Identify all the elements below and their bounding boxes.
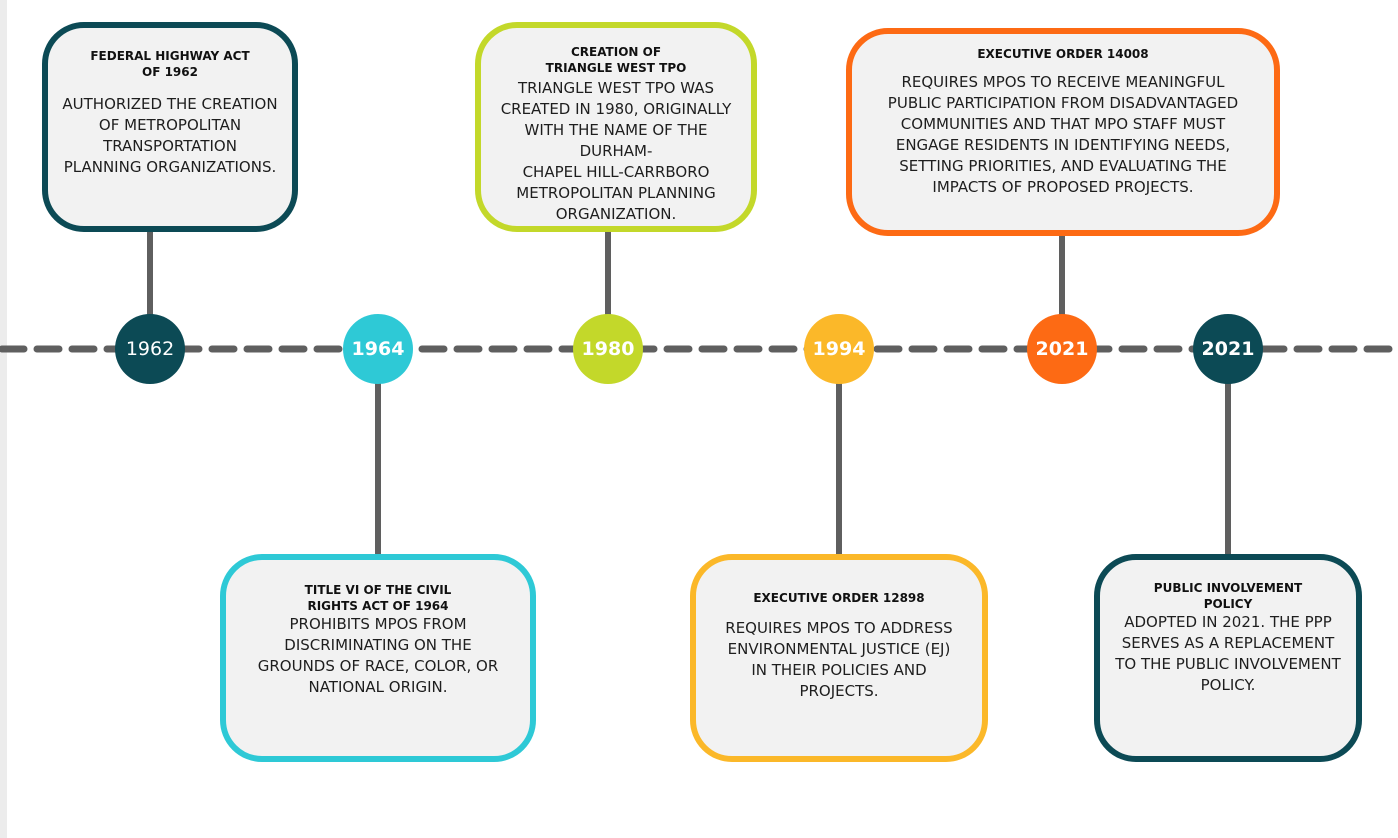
event-card-federal-highway-act: FEDERAL HIGHWAY ACT OF 1962 AUTHORIZED T… [42,22,298,232]
event-description: TRIANGLE WEST TPO WAS CREATED IN 1980, O… [500,79,732,223]
event-description: REQUIRES MPOS TO ADDRESS ENVIRONMENTAL J… [725,619,953,700]
event-card-public-involvement-policy: PUBLIC INVOLVEMENT POLICY ADOPTED IN 202… [1094,554,1362,762]
year-marker-1994: 1994 [804,314,874,384]
year-marker-2021-orange: 2021 [1027,314,1097,384]
connector-1964 [375,380,381,560]
year-marker-1980: 1980 [573,314,643,384]
connector-1962 [147,228,153,318]
connector-1980 [605,228,611,318]
year-marker-1964: 1964 [343,314,413,384]
event-title: TITLE VI OF THE CIVIL RIGHTS ACT OF 1964 [304,583,452,613]
year-label: 1994 [812,338,866,360]
connector-2021-orange [1059,232,1065,318]
year-label: 1980 [581,338,635,360]
connector-2021-teal [1225,380,1231,560]
year-label: 1964 [351,338,405,360]
year-marker-2021-teal: 2021 [1193,314,1263,384]
event-card-executive-order-14008: EXECUTIVE ORDER 14008 REQUIRES MPOS TO R… [846,28,1280,236]
year-label: 2021 [1035,338,1089,360]
event-description: AUTHORIZED THE CREATION OF METROPOLITAN … [62,95,278,176]
year-label: 2021 [1201,338,1255,360]
event-title: FEDERAL HIGHWAY ACT OF 1962 [90,49,250,79]
year-marker-1962: 1962 [115,314,185,384]
event-description: PROHIBITS MPOS FROM DISCRIMINATING ON TH… [257,615,499,696]
event-title: CREATION OF TRIANGLE WEST TPO [545,45,687,75]
event-card-triangle-west-tpo: CREATION OF TRIANGLE WEST TPO TRIANGLE W… [475,22,757,232]
event-title: EXECUTIVE ORDER 12898 [753,591,925,605]
event-description: ADOPTED IN 2021. THE PPP SERVES AS A REP… [1115,613,1341,694]
year-label: 1962 [125,338,175,360]
connector-1994 [836,380,842,560]
event-description: REQUIRES MPOS TO RECEIVE MEANINGFUL PUBL… [887,73,1239,196]
left-edge-strip [0,0,7,838]
event-card-title-vi: TITLE VI OF THE CIVIL RIGHTS ACT OF 1964… [220,554,536,762]
event-card-executive-order-12898: EXECUTIVE ORDER 12898 REQUIRES MPOS TO A… [690,554,988,762]
event-title: PUBLIC INVOLVEMENT POLICY [1153,581,1303,611]
event-title: EXECUTIVE ORDER 14008 [977,47,1149,61]
